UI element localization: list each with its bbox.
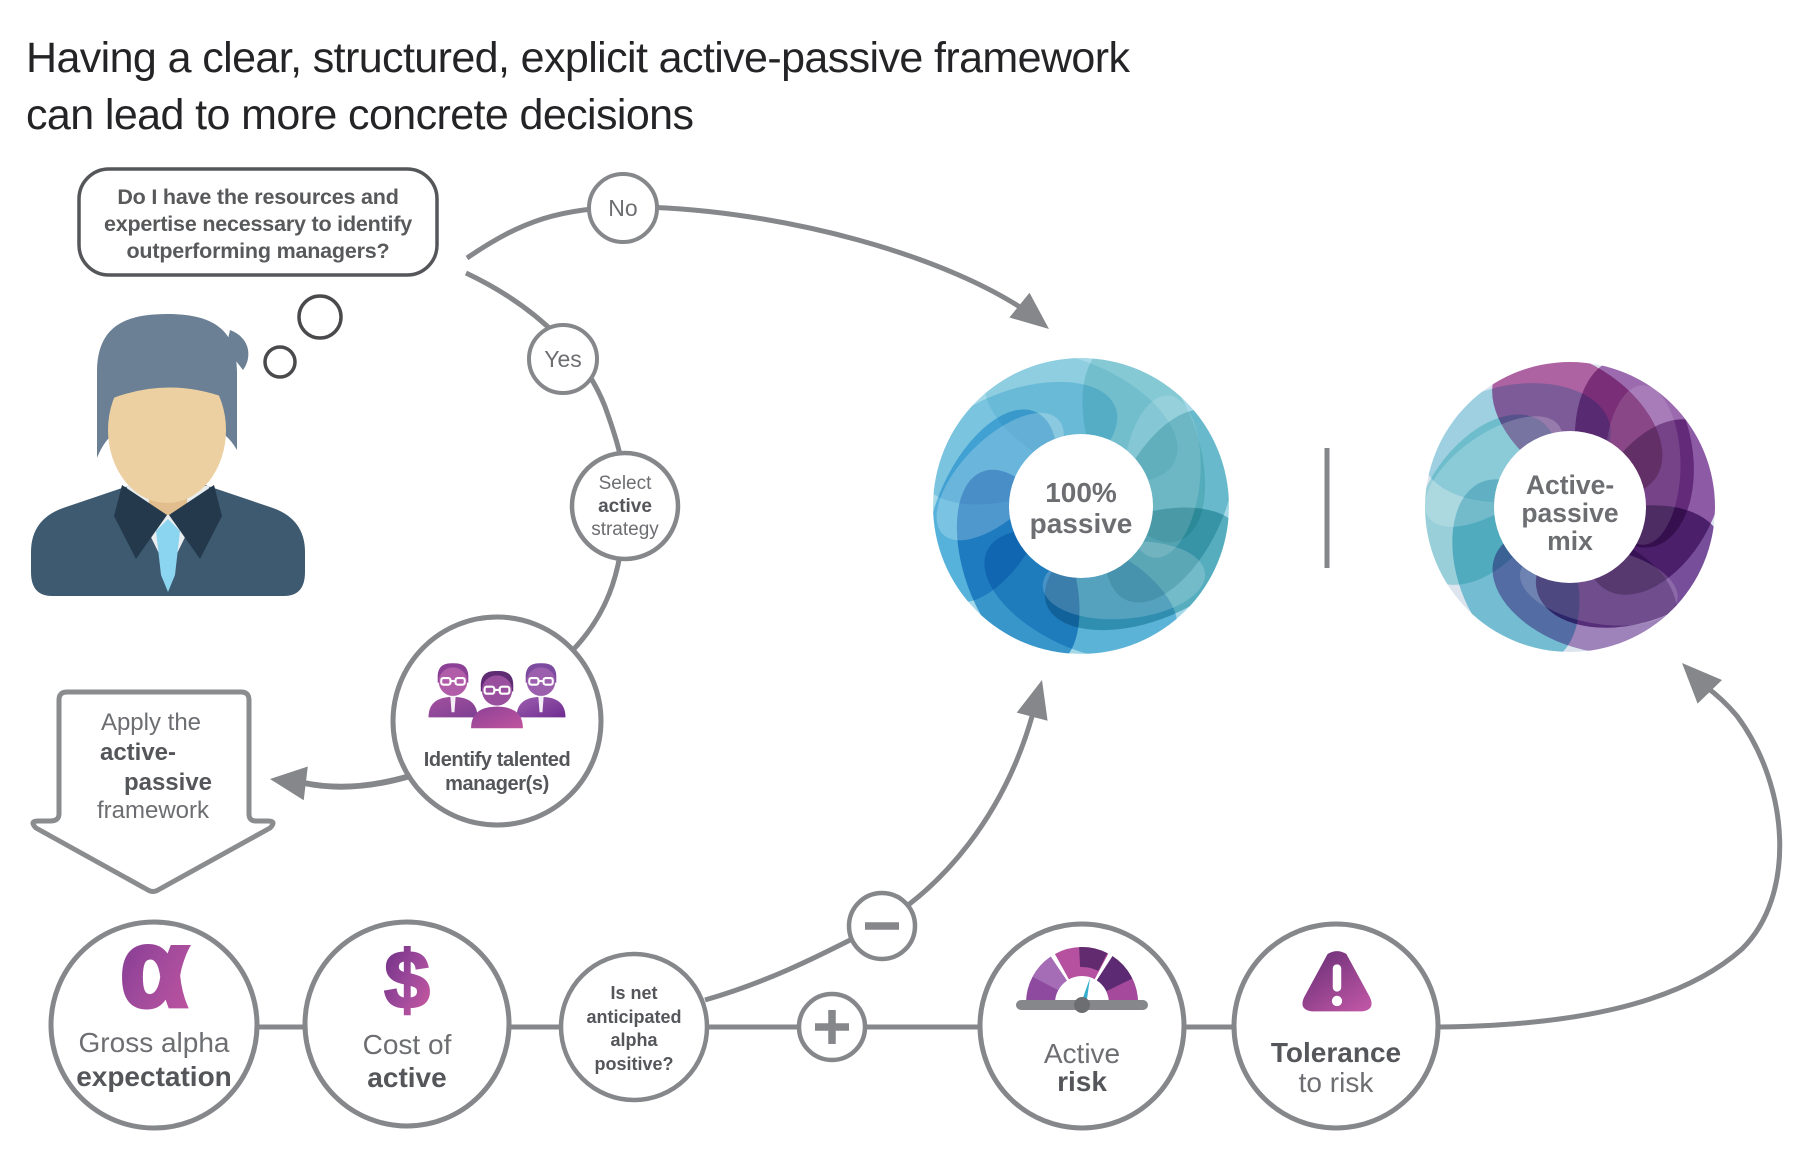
svg-text:Gross alpha: Gross alpha	[79, 1027, 230, 1058]
svg-text:framework: framework	[97, 797, 210, 824]
svg-text:can lead to more concrete deci: can lead to more concrete decisions	[26, 91, 693, 139]
svg-text:expertise necessary to identif: expertise necessary to identify	[104, 212, 412, 236]
svg-text:No: No	[608, 195, 637, 221]
svg-text:Active-: Active-	[1526, 470, 1614, 500]
svg-text:Apply the: Apply the	[101, 709, 201, 736]
svg-text:100%: 100%	[1045, 477, 1117, 508]
svg-text:risk: risk	[1057, 1066, 1107, 1097]
svg-text:Tolerance: Tolerance	[1271, 1037, 1401, 1068]
svg-text:expectation: expectation	[76, 1061, 232, 1092]
svg-text:Having a clear, structured, ex: Having a clear, structured, explicit act…	[26, 34, 1130, 82]
svg-text:passive: passive	[124, 769, 212, 796]
svg-text:Is net: Is net	[610, 983, 657, 1003]
svg-text:to risk: to risk	[1299, 1067, 1375, 1098]
svg-text:passive: passive	[1521, 498, 1618, 528]
svg-text:active: active	[598, 496, 652, 517]
svg-text:mix: mix	[1547, 526, 1593, 556]
svg-text:Yes: Yes	[544, 346, 582, 372]
svg-text:strategy: strategy	[591, 519, 659, 540]
svg-text:Active: Active	[1044, 1038, 1120, 1069]
svg-text:passive: passive	[1030, 508, 1133, 539]
svg-text:$: $	[384, 935, 430, 1026]
svg-text:Select: Select	[599, 473, 653, 494]
svg-text:Cost of: Cost of	[363, 1029, 452, 1060]
svg-text:Identify talented: Identify talented	[424, 749, 571, 771]
svg-text:α: α	[120, 907, 188, 1030]
svg-text:alpha: alpha	[610, 1030, 658, 1050]
svg-text:active-: active-	[100, 739, 176, 766]
svg-text:positive?: positive?	[594, 1054, 673, 1074]
svg-text:anticipated: anticipated	[586, 1007, 681, 1027]
svg-text:active: active	[367, 1062, 446, 1093]
svg-text:outperforming managers?: outperforming managers?	[127, 239, 390, 263]
svg-text:Do I have the resources and: Do I have the resources and	[117, 185, 398, 209]
svg-text:manager(s): manager(s)	[445, 773, 549, 795]
